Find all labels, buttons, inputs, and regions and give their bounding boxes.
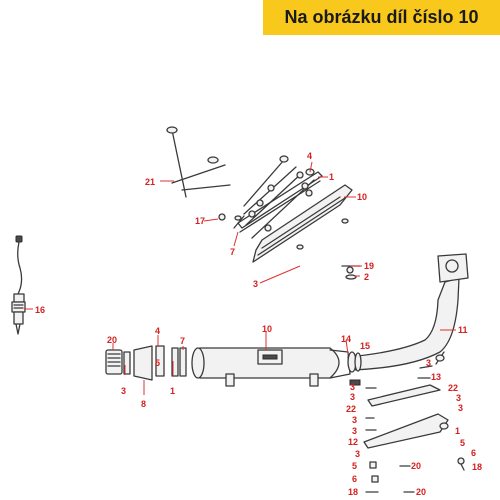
svg-text:3: 3	[458, 403, 463, 413]
svg-text:13: 13	[431, 372, 441, 382]
svg-text:3: 3	[426, 358, 431, 368]
svg-text:2: 2	[364, 272, 369, 282]
svg-text:11: 11	[458, 325, 468, 335]
svg-text:14: 14	[341, 334, 351, 344]
svg-text:3: 3	[121, 386, 126, 396]
svg-text:12: 12	[348, 437, 358, 447]
washers[interactable]	[248, 171, 313, 232]
svg-text:19: 19	[364, 261, 374, 271]
svg-text:1: 1	[170, 386, 175, 396]
oxygen-sensor[interactable]	[11, 235, 26, 335]
svg-text:10: 10	[262, 324, 272, 334]
svg-text:6: 6	[471, 448, 476, 458]
end-cap-parts[interactable]	[105, 345, 187, 381]
svg-text:3: 3	[456, 393, 461, 403]
svg-text:3: 3	[350, 382, 355, 392]
svg-text:22: 22	[448, 383, 458, 393]
svg-text:4: 4	[155, 326, 160, 336]
svg-text:3: 3	[352, 415, 357, 425]
svg-text:16: 16	[35, 305, 45, 315]
heat-shield-plate[interactable]	[252, 184, 353, 263]
svg-text:7: 7	[180, 336, 185, 346]
svg-text:6: 6	[352, 474, 357, 484]
exhaust-gasket-and-clamp[interactable]	[347, 351, 362, 386]
svg-text:20: 20	[107, 335, 117, 345]
svg-text:7: 7	[230, 247, 235, 257]
callout-labels[interactable]: 21 4 1 10 17 7 3 19 2 16 11 20 3 4 5 8 1…	[35, 151, 482, 497]
small-hardware[interactable]	[341, 265, 433, 493]
svg-text:5: 5	[352, 461, 357, 471]
svg-text:17: 17	[195, 216, 205, 226]
svg-text:3: 3	[355, 449, 360, 459]
svg-text:21: 21	[145, 177, 155, 187]
svg-text:20: 20	[411, 461, 421, 471]
leader-lines	[24, 161, 456, 395]
svg-text:18: 18	[472, 462, 482, 472]
heat-shield-bracket[interactable]	[237, 171, 323, 233]
svg-text:5: 5	[460, 438, 465, 448]
svg-text:8: 8	[141, 399, 146, 409]
svg-text:18: 18	[348, 487, 358, 497]
svg-text:22: 22	[346, 404, 356, 414]
svg-text:10: 10	[357, 192, 367, 202]
mounting-brackets[interactable]	[363, 384, 465, 471]
svg-text:3: 3	[352, 426, 357, 436]
highlighted-part-banner: Na obrázku díl číslo 10	[263, 0, 500, 35]
svg-text:4: 4	[307, 151, 312, 161]
svg-text:20: 20	[416, 487, 426, 497]
svg-text:3: 3	[350, 392, 355, 402]
svg-text:1: 1	[455, 426, 460, 436]
svg-text:15: 15	[360, 341, 370, 351]
svg-text:5: 5	[155, 358, 160, 368]
exhaust-header-pipe[interactable]	[347, 253, 469, 371]
svg-text:1: 1	[329, 172, 334, 182]
muffler-body[interactable]	[191, 347, 351, 387]
svg-text:3: 3	[253, 279, 258, 289]
